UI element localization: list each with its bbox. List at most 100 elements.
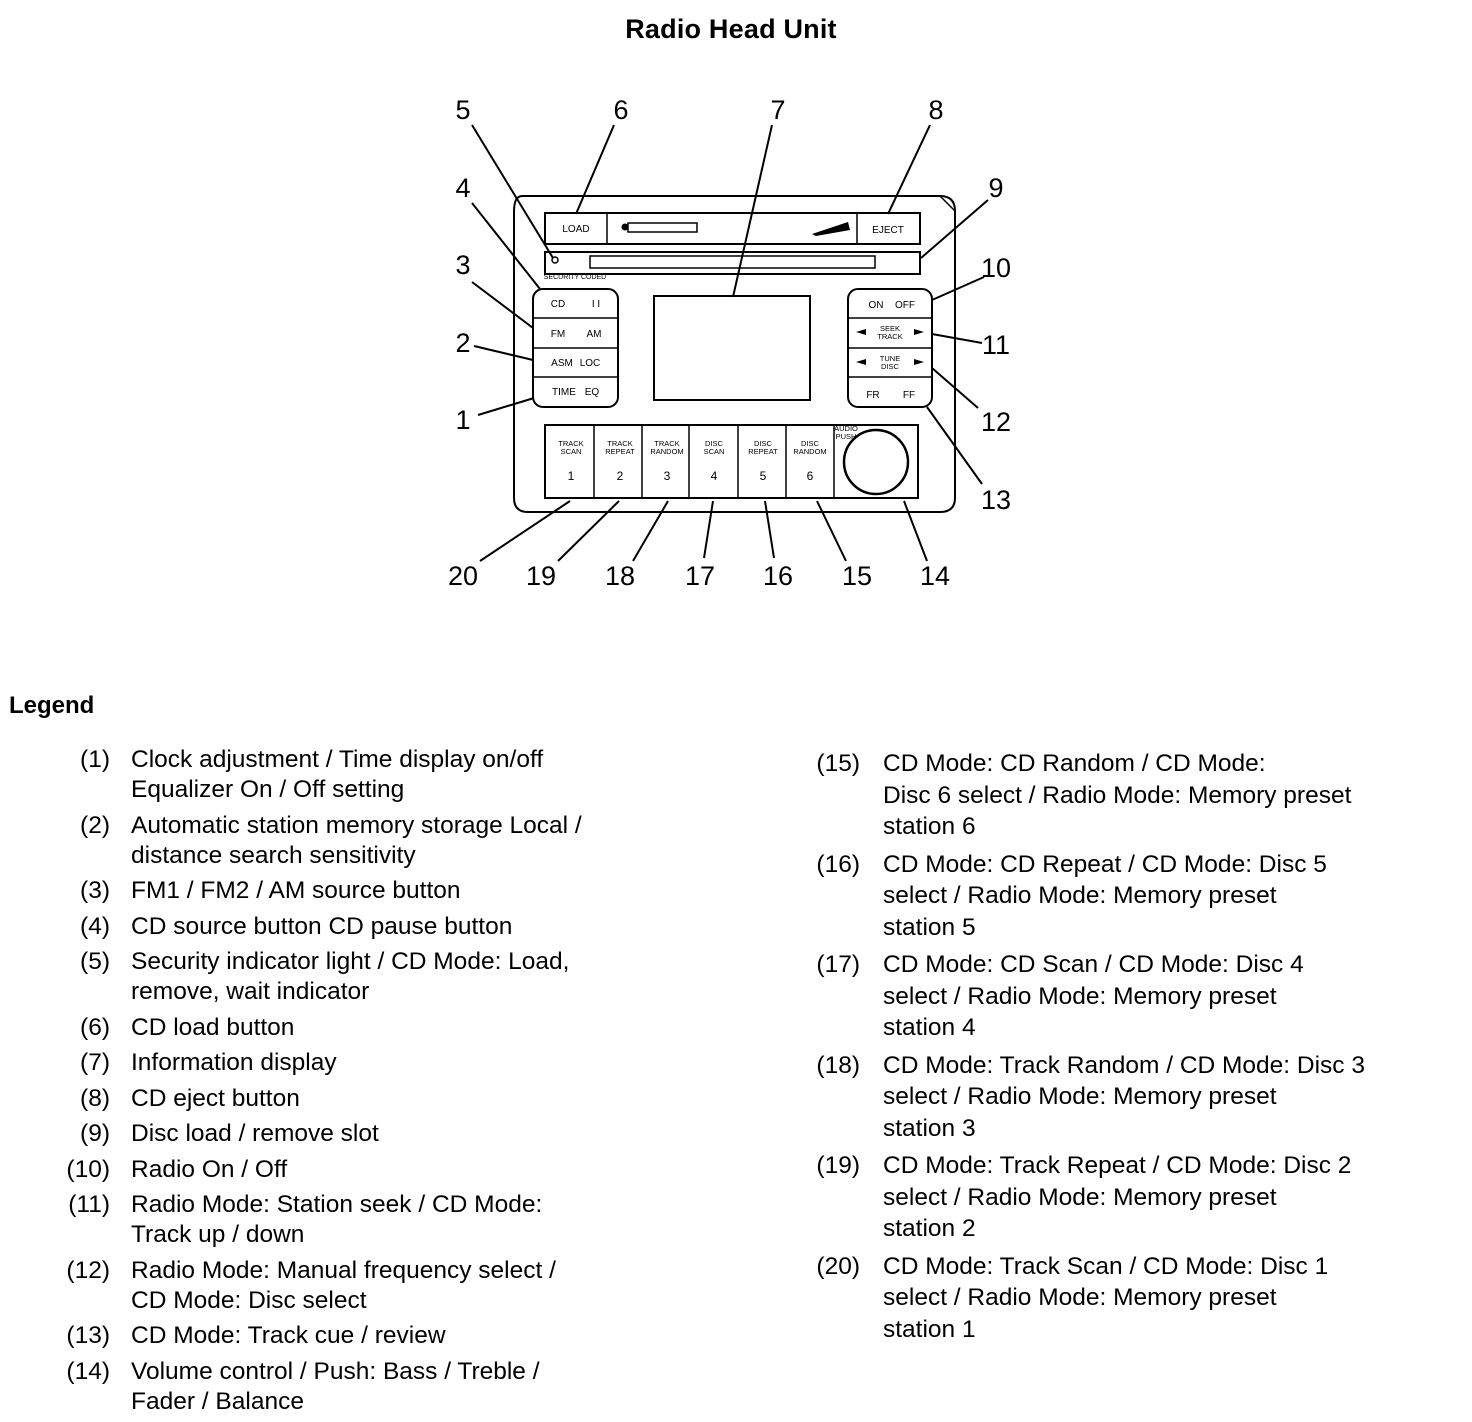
ff-button-label[interactable]: FF xyxy=(903,390,915,401)
load-button[interactable]: LOAD xyxy=(562,224,589,235)
housing-outline xyxy=(513,195,956,513)
preset-num-5[interactable]: 5 xyxy=(760,469,767,483)
legend-item: (12) Radio Mode: Manual frequency select … xyxy=(40,1256,740,1316)
legend-item: (10)Radio On / Off xyxy=(40,1155,740,1185)
legend-item-number: (10) xyxy=(66,1155,110,1183)
legend-item-number: (1) xyxy=(80,746,110,773)
volume-knob xyxy=(842,428,910,496)
callout-7: 7 xyxy=(770,95,785,125)
page-title: Radio Head Unit xyxy=(625,14,837,44)
legend-item: (7) Information display xyxy=(40,1048,740,1078)
callout-3: 3 xyxy=(455,250,470,280)
callout-20: 20 xyxy=(448,561,478,591)
preset-num-6[interactable]: 6 xyxy=(807,469,814,483)
callout-19: 19 xyxy=(526,561,556,591)
legend-item: (14)Volume control / Push: Bass / Treble… xyxy=(40,1357,740,1417)
legend-item: (2)Automatic station memory storage Loca… xyxy=(40,811,740,871)
callout-5: 5 xyxy=(455,95,470,125)
preset-button-row xyxy=(544,424,919,499)
legend-item-number: (9) xyxy=(80,1120,110,1147)
on-button-label[interactable]: ON xyxy=(869,300,884,311)
legend-item-number: (11) xyxy=(68,1191,110,1218)
seek-down-arrow-icon xyxy=(856,329,866,335)
leader-lines xyxy=(471,124,989,562)
loc-button-label[interactable]: LOC xyxy=(580,358,601,369)
legend-item-text: Disc load / remove slot xyxy=(131,1120,379,1147)
legend-item: (17)CD Mode: CD Scan / CD Mode: Disc 4 s… xyxy=(790,949,1470,1044)
seek-up-arrow-icon xyxy=(914,329,924,335)
legend-item-number: (19) xyxy=(816,1152,860,1179)
off-button-label[interactable]: OFF xyxy=(895,300,915,311)
information-display xyxy=(653,295,811,401)
legend-item: (19) CD Mode: Track Repeat / CD Mode: Dis… xyxy=(790,1150,1470,1245)
callout-15: 15 xyxy=(842,561,872,591)
housing-back-edge xyxy=(939,195,956,212)
callout-6: 6 xyxy=(613,95,628,125)
preset-num-2[interactable]: 2 xyxy=(617,469,624,483)
eject-button[interactable]: EJECT xyxy=(872,225,904,236)
legend-left-column: (1) Clock adjustment / Time display on/of… xyxy=(40,745,740,1422)
legend-item-number: (18) xyxy=(816,1051,860,1079)
callout-14: 14 xyxy=(920,561,950,591)
legend-item-number: (6) xyxy=(80,1013,110,1041)
legend-item-text: CD load button xyxy=(131,1013,295,1041)
legend-item-text: CD Mode: Track Scan / CD Mode: Disc 1 se… xyxy=(883,1252,1329,1343)
asm-button-label[interactable]: ASM xyxy=(551,358,573,369)
legend-item-text: Volume control / Push: Bass / Treble / F… xyxy=(131,1357,540,1415)
legend-item-text: Information display xyxy=(131,1049,337,1076)
callout-8: 8 xyxy=(928,95,943,125)
callout-9: 9 xyxy=(988,173,1003,203)
fr-button-label[interactable]: FR xyxy=(866,390,879,401)
callout-1: 1 xyxy=(455,405,470,435)
tune-up-arrow-icon xyxy=(914,359,924,365)
callout-2: 2 xyxy=(455,328,470,358)
legend-item: (6) CD load button xyxy=(40,1013,740,1043)
callout-13: 13 xyxy=(981,485,1011,515)
legend-title: Legend xyxy=(9,692,95,719)
legend-item: (13)CD Mode: Track cue / review xyxy=(40,1321,740,1351)
legend-item-number: (15) xyxy=(816,750,860,777)
legend-item: (5)Security indicator light / CD Mode: L… xyxy=(40,947,740,1007)
legend-item-number: (5) xyxy=(80,948,110,975)
callout-10: 10 xyxy=(981,253,1011,283)
legend-item-number: (4) xyxy=(80,912,110,940)
time-button-label[interactable]: TIME xyxy=(552,387,576,398)
load-indicator-slot xyxy=(627,222,698,233)
legend-item-text: CD eject button xyxy=(131,1084,300,1112)
preset-num-3[interactable]: 3 xyxy=(664,469,671,483)
legend-item: (8)CD eject button xyxy=(40,1084,740,1114)
security-label: SECURITY CODED xyxy=(544,274,607,281)
legend-item: (11)Radio Mode: Station seek / CD Mode: … xyxy=(40,1190,740,1250)
legend-item-number: (7) xyxy=(80,1049,110,1076)
preset-num-1[interactable]: 1 xyxy=(568,469,575,483)
cd-button-label[interactable]: CD xyxy=(551,299,565,310)
radio-head-unit-diagram: LOAD EJECT SECURITY CODED CD I I FM AM A… xyxy=(448,95,1011,591)
legend-item: (9) Disc load / remove slot xyxy=(40,1119,740,1149)
am-button-label[interactable]: AM xyxy=(587,329,602,340)
eq-button-label[interactable]: EQ xyxy=(585,387,600,398)
legend-item-text: CD Mode: Track Repeat / CD Mode: Disc 2 … xyxy=(883,1152,1352,1242)
legend-item-text: Clock adjustment / Time display on/off E… xyxy=(131,746,544,803)
fm-button-label[interactable]: FM xyxy=(551,329,565,340)
legend-item-number: (17) xyxy=(816,951,860,978)
pause-button-label[interactable]: I I xyxy=(592,299,600,310)
legend-item-number: (2) xyxy=(80,811,110,839)
legend-item-text: Radio Mode: Manual frequency select / CD… xyxy=(131,1256,556,1314)
callout-17: 17 xyxy=(685,561,715,591)
callout-4: 4 xyxy=(455,173,470,203)
legend-item: (16)CD Mode: CD Repeat / CD Mode: Disc 5… xyxy=(790,849,1470,944)
legend-item: (3)FM1 / FM2 / AM source button xyxy=(40,876,740,906)
preset-num-4[interactable]: 4 xyxy=(711,469,718,483)
callout-16: 16 xyxy=(763,561,793,591)
top-strip xyxy=(544,212,921,245)
legend-item-text: CD Mode: Track Random / CD Mode: Disc 3 … xyxy=(883,1051,1365,1142)
disc-slot-bezel xyxy=(544,251,921,275)
legend-item-number: (12) xyxy=(66,1256,110,1284)
